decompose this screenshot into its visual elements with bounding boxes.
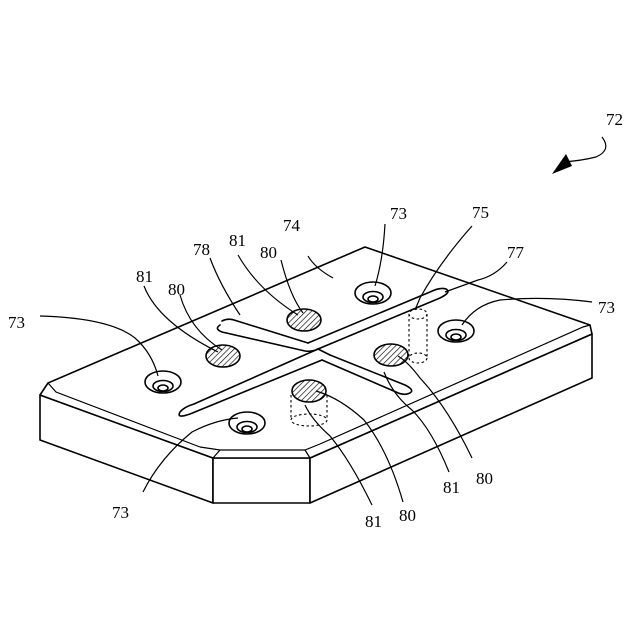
label-81-top: 81 — [229, 231, 246, 250]
label-80-top: 80 — [260, 243, 277, 262]
label-73-bottom: 73 — [112, 503, 129, 522]
pad-80-right — [374, 344, 408, 366]
label-73-right: 73 — [598, 298, 615, 317]
label-77: 77 — [507, 243, 525, 262]
label-72: 72 — [606, 110, 623, 129]
assembly-arrow — [552, 137, 606, 174]
label-75: 75 — [472, 203, 489, 222]
label-81-left: 81 — [136, 267, 153, 286]
label-73-top: 73 — [390, 204, 407, 223]
label-80-left: 80 — [168, 280, 185, 299]
label-78: 78 — [193, 240, 210, 259]
label-80-bottom: 80 — [399, 506, 416, 525]
label-81-bottom: 81 — [365, 512, 382, 531]
label-74: 74 — [283, 216, 301, 235]
pad-80-top — [287, 309, 321, 331]
label-73-left: 73 — [8, 313, 25, 332]
label-80-right: 80 — [476, 469, 493, 488]
plate-body — [40, 247, 592, 503]
label-81-right: 81 — [443, 478, 460, 497]
plate-front-chamfer — [213, 458, 310, 503]
pad-80-bottom — [292, 380, 326, 402]
